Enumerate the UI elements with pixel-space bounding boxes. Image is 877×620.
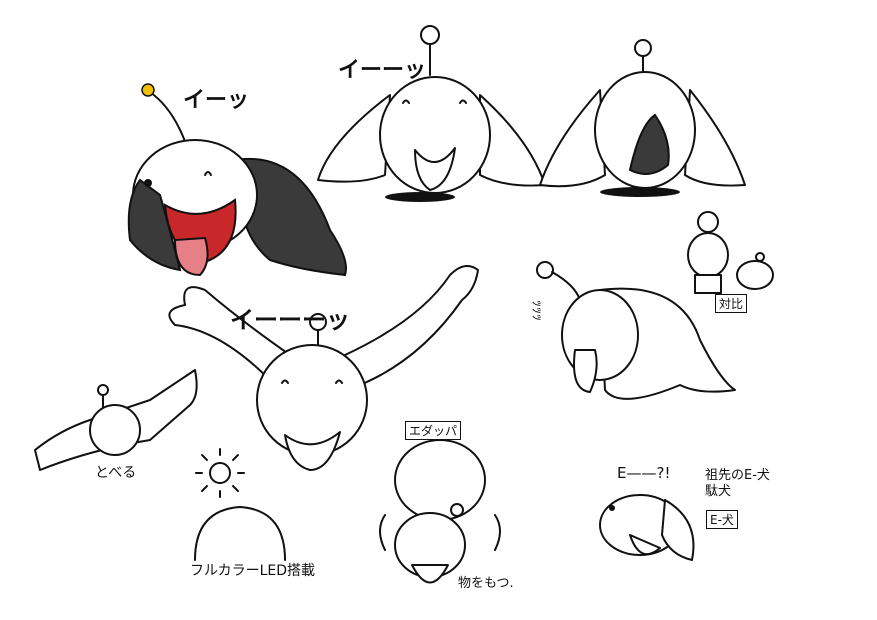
fly-label: とべる xyxy=(95,465,137,481)
shout-label-2: イーーッ xyxy=(338,58,427,83)
front-view-character xyxy=(317,25,546,202)
antenna-ball xyxy=(141,83,155,97)
side-sound-label: ｯｯｯ xyxy=(529,300,545,321)
e-shout-label: E——?! xyxy=(617,464,671,482)
flying-character xyxy=(34,369,198,471)
arms-up-character xyxy=(168,265,479,471)
contrast-label: 対比 xyxy=(715,294,748,313)
ancestor-label: 祖先のE-犬 xyxy=(705,468,770,483)
upside-down-character xyxy=(379,439,501,584)
shout-label-1: イーッ xyxy=(183,88,250,113)
shout-label-3: イーーーッ xyxy=(230,306,350,334)
dakenn-label: 駄犬 xyxy=(705,484,732,499)
back-view-character xyxy=(539,39,746,197)
led-label: フルカラーLED搭載 xyxy=(190,563,316,579)
edappa-label: エダッパ xyxy=(405,421,462,440)
side-view-character xyxy=(536,261,736,400)
led-diagram xyxy=(194,448,286,561)
e-dog-label: E-犬 xyxy=(706,510,738,529)
colored-character xyxy=(127,83,347,277)
hold-label: 物をもつ. xyxy=(458,576,514,591)
contrast-characters xyxy=(687,211,774,294)
e-dog-character xyxy=(599,494,695,561)
